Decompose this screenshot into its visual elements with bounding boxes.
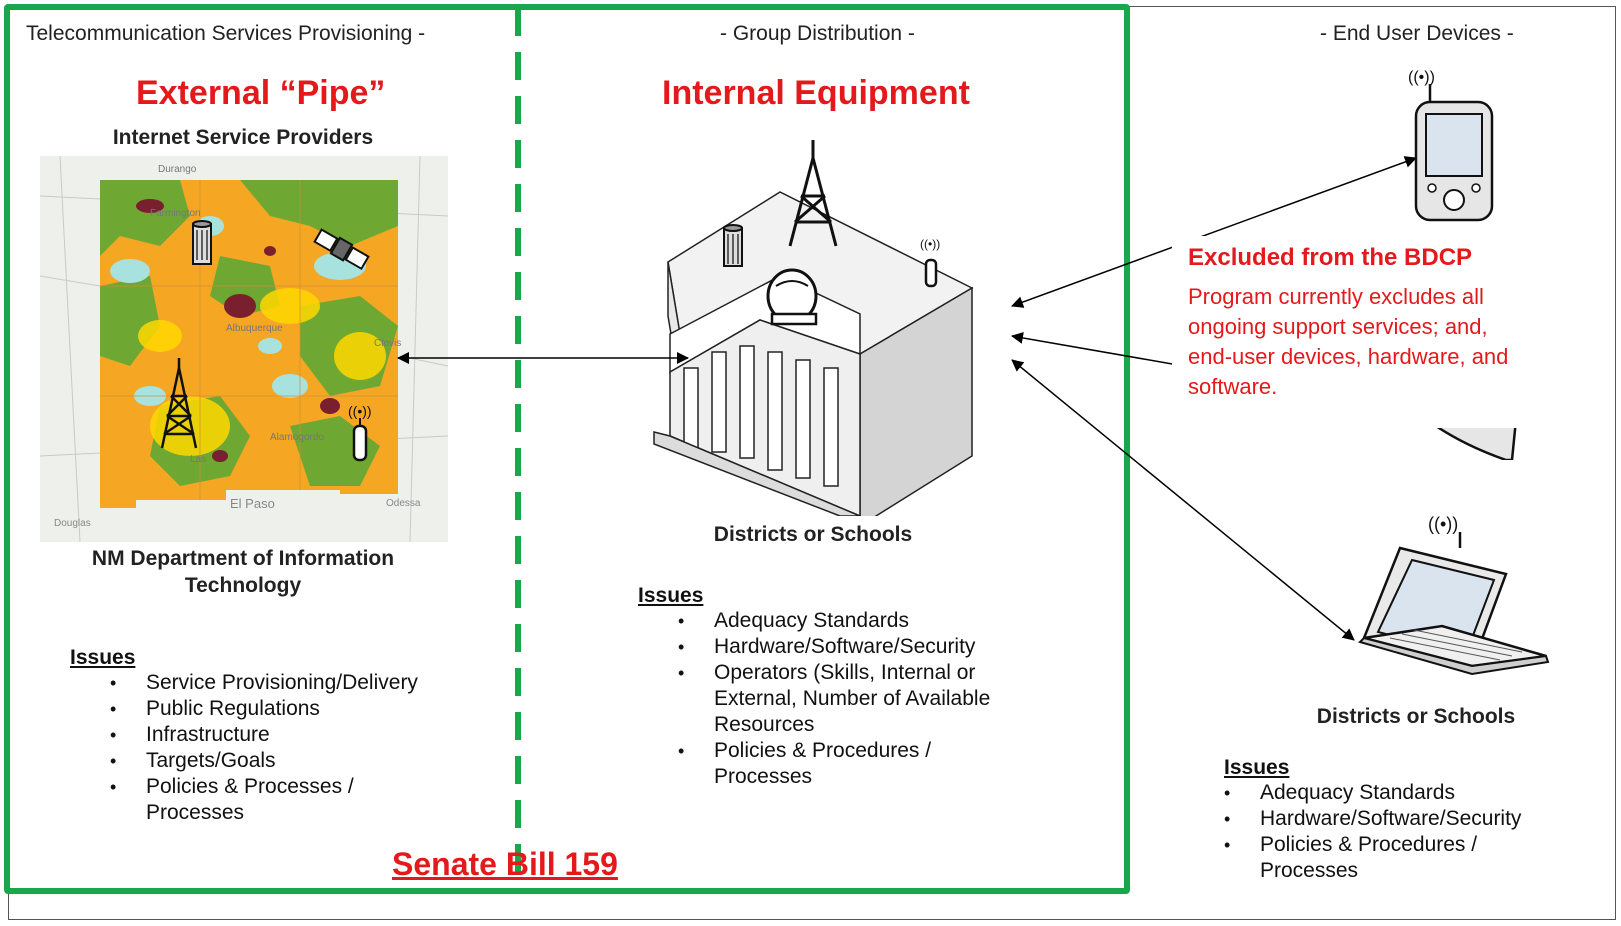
- list-item: Hardware/Software/Security: [678, 634, 1018, 660]
- arrow-building-to-laptop: [1011, 359, 1355, 641]
- middle-issues-title: Issues: [638, 584, 704, 607]
- senate-bill-label: Senate Bill 159: [392, 846, 618, 882]
- middle-caption: Districts or Schools: [713, 523, 913, 546]
- list-item: Policies & Procedures / Processes: [1224, 832, 1500, 884]
- map-tower-icon: [160, 358, 198, 449]
- map-antenna-icon: ((•)): [348, 403, 372, 462]
- right-header: - End User Devices -: [1320, 22, 1514, 45]
- svg-text:((•)): ((•)): [920, 237, 940, 251]
- right-issues-list: Adequacy Standards Hardware/Software/Sec…: [1224, 780, 1554, 884]
- arrow-building-to-tablet: [1011, 156, 1417, 308]
- new-mexico-broadband-map: Durango Farmington Albuquerque Alamogord…: [39, 155, 449, 543]
- svg-text:((•)): ((•)): [1428, 514, 1458, 534]
- map-label-albuquerque: Albuquerque: [226, 323, 283, 334]
- laptop-icon: ((•)): [1358, 514, 1550, 676]
- map-label-farmington: Farmington: [150, 208, 201, 219]
- left-caption: NM Department of Information Technology: [91, 547, 395, 597]
- map-label-durango: Durango: [158, 164, 197, 175]
- list-item: Infrastructure: [110, 722, 440, 748]
- list-item: Adequacy Standards: [1224, 780, 1554, 806]
- list-item: Operators (Skills, Internal or External,…: [678, 660, 1014, 738]
- map-label-douglas: Douglas: [54, 518, 91, 529]
- list-item: Targets/Goals: [110, 748, 440, 774]
- right-caption: Districts or Schools: [1316, 705, 1516, 728]
- list-item: Policies & Processes / Processes: [110, 774, 386, 826]
- left-header: Telecommunication Services Provisioning …: [26, 22, 426, 45]
- map-label-el-paso: El Paso: [230, 496, 275, 511]
- left-issues-list: Service Provisioning/Delivery Public Reg…: [110, 670, 440, 826]
- map-label-alamogordo: Alamogordo: [270, 432, 324, 443]
- excluded-text: Program currently excludes all ongoing s…: [1188, 284, 1509, 399]
- list-item: Service Provisioning/Delivery: [110, 670, 440, 696]
- left-issues-title: Issues: [70, 646, 136, 669]
- phone-icon: [1436, 420, 1518, 460]
- list-item: Hardware/Software/Security: [1224, 806, 1554, 832]
- dashed-divider: [515, 8, 521, 892]
- server-cylinder-icon: [192, 220, 212, 265]
- list-item: Adequacy Standards: [678, 608, 1018, 634]
- list-item: Policies & Procedures / Processes: [678, 738, 1018, 790]
- left-title: External “Pipe”: [136, 74, 386, 112]
- middle-issues-list: Adequacy Standards Hardware/Software/Sec…: [678, 608, 1018, 790]
- tablet-icon: ((•)): [1408, 69, 1494, 222]
- map-label-odessa: Odessa: [386, 498, 421, 509]
- list-item: Public Regulations: [110, 696, 440, 722]
- left-subtitle: Internet Service Providers: [112, 126, 374, 149]
- excluded-callout: Excluded from the BDCP Program currently…: [1172, 236, 1544, 428]
- map-label-clovis: Clovis: [374, 338, 401, 349]
- school-building-icon: ((•)): [653, 140, 974, 516]
- svg-text:((•)): ((•)): [1408, 69, 1435, 86]
- map-label-las-cruces: Las: [190, 454, 206, 465]
- satellite-icon: [313, 228, 370, 271]
- right-issues-title: Issues: [1224, 756, 1290, 779]
- middle-title: Internal Equipment: [662, 74, 970, 112]
- excluded-title: Excluded from the BDCP: [1188, 244, 1473, 271]
- middle-header: - Group Distribution -: [720, 22, 915, 45]
- svg-text:((•)): ((•)): [348, 403, 372, 419]
